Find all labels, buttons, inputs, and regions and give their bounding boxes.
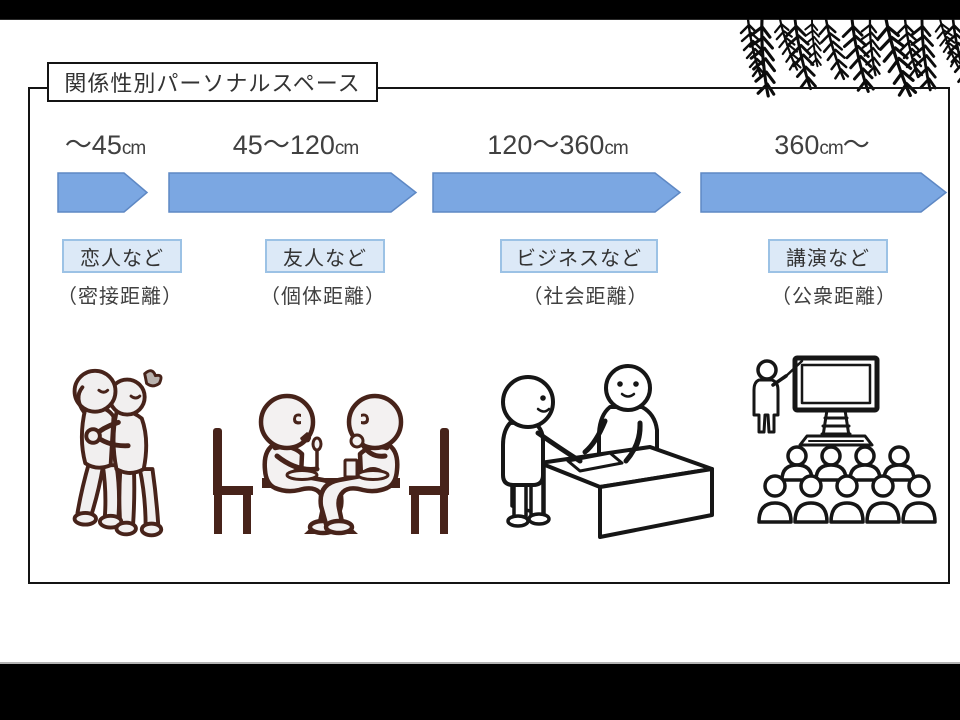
bottom-letterbox-bar: [0, 664, 960, 720]
content-frame: [28, 87, 950, 584]
distance-suffix: 〜: [842, 130, 870, 160]
relation-label: ビジネスなど: [516, 247, 642, 270]
distance-label-2: 45〜120cm: [198, 127, 393, 163]
distance-unit: cm: [604, 138, 628, 159]
distance-type-public: （公衆距離）: [771, 286, 897, 308]
distance-label-3: 120〜360cm: [455, 127, 660, 163]
distance-type-social: （社会距離）: [522, 286, 649, 308]
arrow-4-icon: [700, 172, 948, 213]
distance-type-personal: （個体距離）: [260, 286, 386, 308]
relation-box-lecture: 講演など: [768, 239, 888, 273]
distance-type-intimate: （密接距離）: [57, 286, 183, 308]
arrow-3-icon: [432, 172, 682, 213]
distance-range: 360: [774, 130, 820, 160]
relation-box-friends: 友人など: [265, 239, 385, 273]
hugging-couple-icon: [58, 362, 208, 547]
relation-label: 講演など: [786, 247, 870, 270]
relation-box-business: ビジネスなど: [500, 239, 658, 273]
distance-label-4: 360cm〜: [728, 127, 916, 163]
distance-range: 120〜360: [487, 130, 605, 160]
relation-box-lovers: 恋人など: [62, 239, 182, 273]
distance-range: 45〜120: [232, 130, 335, 160]
distance-unit: cm: [334, 138, 359, 159]
arrow-2-icon: [168, 172, 418, 213]
friends-dining-icon: [205, 372, 457, 542]
distance-unit: cm: [121, 138, 146, 159]
slide-title: 関係性別パーソナルスペース: [47, 62, 378, 102]
slide-title-text: 関係性別パーソナルスペース: [64, 71, 361, 96]
lecture-audience-icon: [745, 350, 937, 540]
bottom-divider-line: [0, 662, 960, 664]
arrow-1-icon: [57, 172, 149, 213]
business-counter-icon: [482, 358, 717, 540]
relation-label: 恋人など: [80, 247, 164, 270]
relation-label: 友人など: [283, 247, 367, 270]
distance-range: 〜45: [64, 130, 122, 160]
top-letterbox-bar: [0, 0, 960, 20]
distance-label-1: 〜45cm: [40, 127, 170, 163]
distance-unit: cm: [819, 138, 843, 159]
